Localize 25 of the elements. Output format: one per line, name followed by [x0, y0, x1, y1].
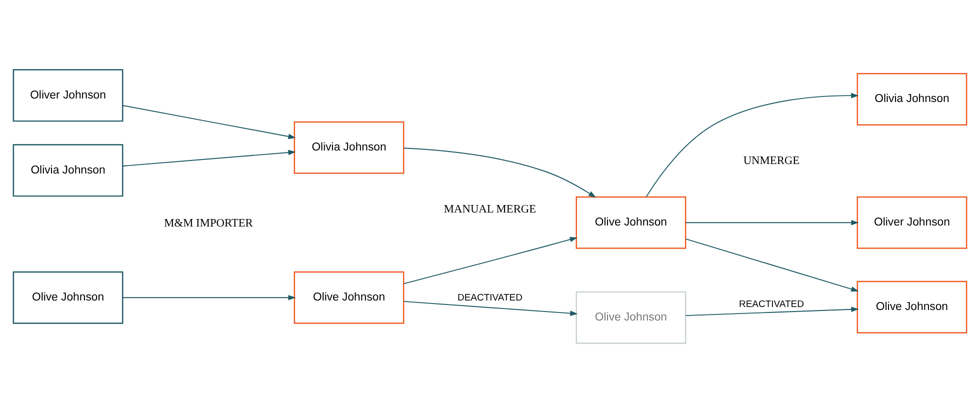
arrow: [685, 219, 859, 225]
arrow: [685, 238, 859, 292]
label: UNMERGE: [743, 154, 800, 166]
node-box: Olivia Johnson: [856, 72, 968, 125]
node-box: Olive Johnson: [576, 290, 686, 344]
arrow: [403, 236, 578, 284]
label: MANUAL MERGE: [444, 202, 536, 215]
node-box: Olive Johnson: [12, 270, 124, 324]
arrow: [403, 147, 596, 198]
node-box: Oliver Johnson: [856, 196, 968, 248]
node-box: Olive Johnson: [294, 270, 404, 324]
arrow: [122, 104, 296, 139]
node-box: Olive Johnson: [856, 280, 968, 333]
arrow: [646, 92, 859, 197]
arrow: [122, 149, 296, 166]
node-box: Oliver Johnson: [12, 68, 124, 122]
edge-label: REACTIVATED: [738, 298, 804, 310]
node-box: Olive Johnson: [576, 196, 686, 248]
arrow: [403, 300, 578, 316]
edge-label: DEACTIVATED: [458, 292, 522, 303]
node-box: Olivia Johnson: [12, 144, 124, 196]
arrow: [685, 306, 859, 316]
node-box: Olivia Johnson: [294, 120, 404, 174]
arrow: [122, 294, 296, 300]
label: M&M IMPORTER: [164, 217, 253, 230]
